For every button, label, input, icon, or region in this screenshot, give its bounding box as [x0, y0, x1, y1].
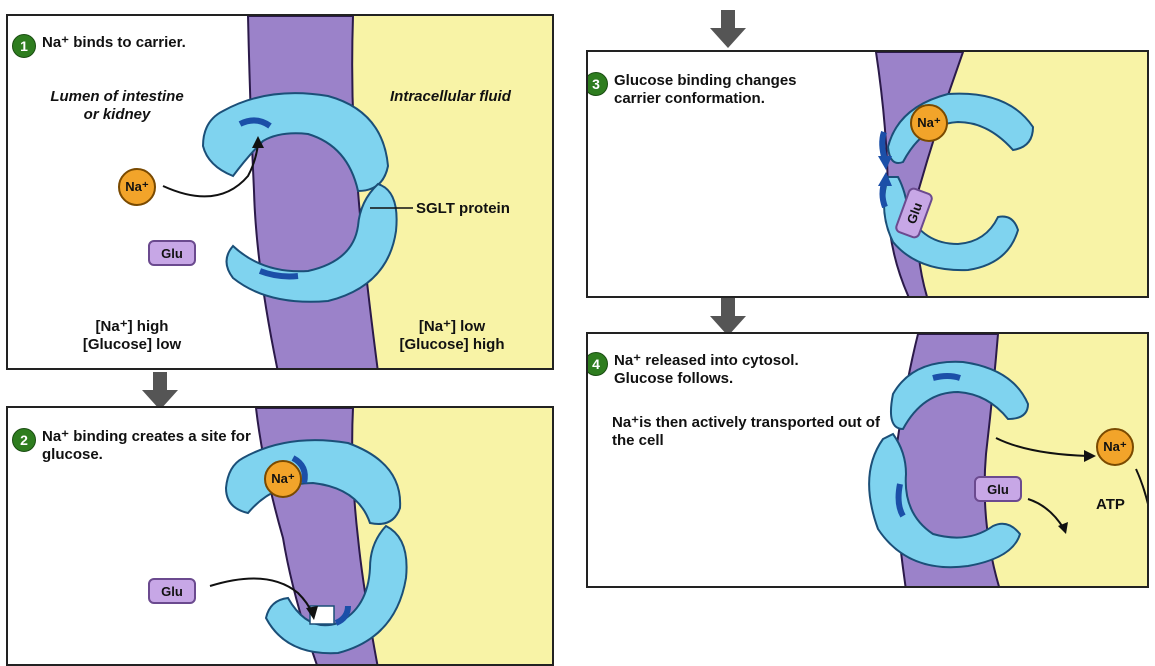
- step-4-badge: 4: [586, 352, 608, 376]
- step-1-text: Na⁺ binds to carrier.: [42, 34, 186, 52]
- lumen-concentration: [Na⁺] high [Glucose] low: [72, 318, 192, 354]
- step-3-heading: 3 Glucose binding changes carrier confor…: [586, 72, 844, 108]
- glucose-molecule: Glu: [148, 240, 196, 266]
- panel-1-scene: [8, 16, 554, 370]
- sodium-ion: Na⁺: [118, 168, 156, 206]
- step-2-heading: 2 Na⁺ binding creates a site for glucose…: [12, 428, 252, 464]
- step-3-badge: 3: [586, 72, 608, 96]
- panel-step-1: 1 Na⁺ binds to carrier. Lumen of intesti…: [6, 14, 554, 370]
- step-4-heading: 4 Na⁺ released into cytosol. Glucose fol…: [586, 352, 844, 388]
- step-1-heading: 1 Na⁺ binds to carrier.: [12, 34, 186, 58]
- down-arrow-2-to-3: [706, 10, 750, 50]
- cytosol-concentration: [Na⁺] low [Glucose] high: [392, 318, 512, 354]
- sodium-ion: Na⁺: [1096, 428, 1134, 466]
- step-2-text: Na⁺ binding creates a site for glucose.: [42, 428, 252, 464]
- panel-step-3: 3 Glucose binding changes carrier confor…: [586, 50, 1149, 298]
- intracellular-label: Intracellular fluid: [390, 88, 550, 106]
- atp-label: ATP: [1096, 496, 1125, 514]
- panel-step-4: 4 Na⁺ released into cytosol. Glucose fol…: [586, 332, 1149, 588]
- sodium-ion: Na⁺: [264, 460, 302, 498]
- lumen-label: Lumen of intestine or kidney: [42, 88, 192, 124]
- step-2-badge: 2: [12, 428, 36, 452]
- step-4-text: Na⁺ released into cytosol. Glucose follo…: [614, 352, 844, 388]
- glucose-molecule: Glu: [148, 578, 196, 604]
- sodium-ion: Na⁺: [910, 104, 948, 142]
- glucose-molecule: Glu: [974, 476, 1022, 502]
- active-transport-note: Na⁺is then actively transported out of t…: [612, 414, 882, 450]
- step-3-text: Glucose binding changes carrier conforma…: [614, 72, 844, 108]
- panel-step-2: 2 Na⁺ binding creates a site for glucose…: [6, 406, 554, 666]
- step-1-badge: 1: [12, 34, 36, 58]
- sglt-protein-label: SGLT protein: [416, 200, 510, 218]
